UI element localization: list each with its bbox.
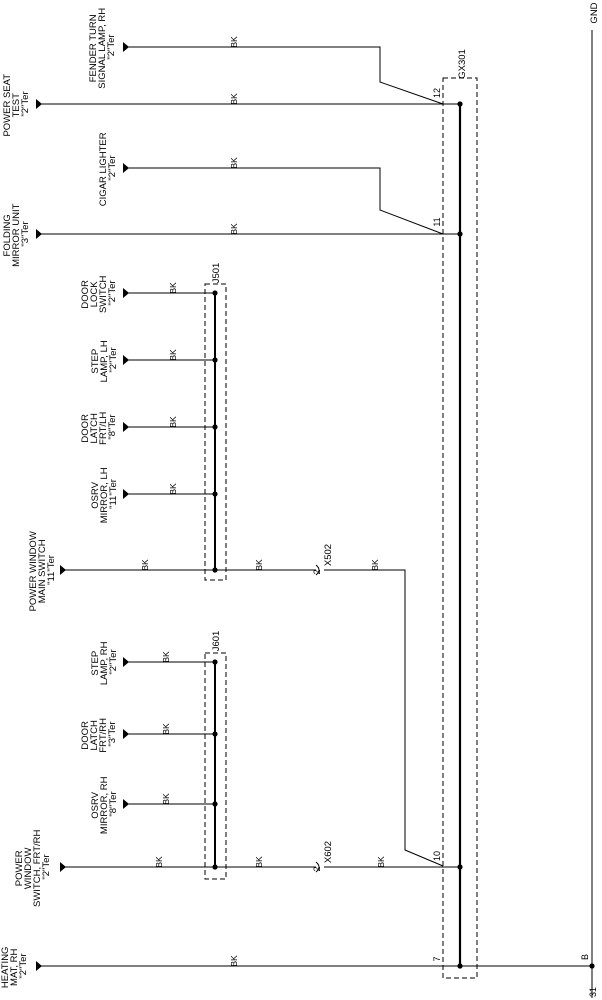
x602-pin: 2 xyxy=(312,866,322,871)
wire-label-pws-x602: BK xyxy=(254,856,264,868)
wire-label-x502-gx301: BK xyxy=(370,559,380,571)
wires xyxy=(38,30,593,998)
osrv-mirror-lh-label: OSRV MIRROR, LH "11"Ter xyxy=(90,465,119,524)
gx301-pin-12: 12 xyxy=(432,88,442,98)
j501-name: J501 xyxy=(211,263,222,284)
x602-name: X602 xyxy=(323,841,334,863)
wire-label-step-lamp-rh: BK xyxy=(161,651,171,663)
step-lamp-rh-label: STEP LAMP, RH "2"Ter xyxy=(90,639,119,685)
j601-outline xyxy=(204,652,227,880)
ground-pin-label: 31 xyxy=(588,987,598,997)
wire-label-door-lock-switch: BK xyxy=(168,282,178,294)
j501-outline xyxy=(204,283,227,581)
door-latch-frt-lh-label: DOOR LATCH FRT/LH "8"Ter xyxy=(80,409,118,445)
wire-label-x602-gx301: BK xyxy=(376,856,386,868)
folding-mirror-label: FOLDING MIRROR UNIT "3"Ter xyxy=(2,201,31,267)
wire-label-fender-turn: BK xyxy=(229,36,239,48)
wire-label-pws: BK xyxy=(154,856,164,868)
gx301-outline xyxy=(442,77,478,979)
x502-pin: 2 xyxy=(312,569,322,574)
step-lamp-lh-label: STEP LAMP, LH "2"Ter xyxy=(90,338,119,383)
power-window-main-switch-label: POWER WINDOW MAIN SWITCH "11"Ter xyxy=(28,529,57,612)
gx301-pin-7: 7 xyxy=(432,956,442,961)
gnd-label: GND xyxy=(589,2,600,23)
power-seat-test-label: POWER SEAT TEST "2"Ter xyxy=(2,71,31,136)
wire-label-pwms: BK xyxy=(140,559,150,571)
gx301-pin-11: 11 xyxy=(432,217,442,226)
wire-label-step-lamp-lh: BK xyxy=(168,349,178,361)
terminal-arrows xyxy=(36,42,129,971)
heating-mat-rh-label: HEATING MAT, RH "2"Ter xyxy=(0,944,29,988)
splice-dots xyxy=(212,101,595,969)
gx301-name: GX301 xyxy=(457,49,468,79)
wire-label-heating-mat: BK xyxy=(229,955,239,967)
wire-label-osrv-lh: BK xyxy=(168,483,178,495)
cigar-lighter-label: CIGAR LIGHTER "2"Ter xyxy=(98,130,118,207)
j601-name: J601 xyxy=(211,631,222,652)
door-lock-switch-label: DOOR LOCK SWITCH "2"Ter xyxy=(80,273,118,313)
power-window-switch-frt-rh-label: POWER WINDOW SWITCH, FRT/RH "2"Ter xyxy=(14,827,52,907)
fender-turn-label: FENDER TURN SIGNAL LAMP, RH "2"Ter xyxy=(88,5,117,88)
wire-label-cigar-lighter: BK xyxy=(229,157,239,169)
wire-label-door-latch-lh: BK xyxy=(168,416,178,428)
wire-label-osrv-rh: BK xyxy=(161,793,171,805)
osrv-mirror-rh-label: OSRV MIRROR, RH "8"Ter xyxy=(90,774,119,834)
gx301-pin-10: 10 xyxy=(432,851,442,861)
wire-label-power-seat: BK xyxy=(229,93,239,105)
x502-name: X502 xyxy=(323,544,334,566)
wire-label-pwms-x502: BK xyxy=(254,559,264,571)
wire-label-door-latch-rh: BK xyxy=(161,723,171,735)
ground-splice-label: B xyxy=(580,954,590,960)
wire-label-folding-mirror: BK xyxy=(229,223,239,235)
door-latch-frt-rh-label: DOOR LATCH FRT/RH "3"Ter xyxy=(80,715,118,752)
